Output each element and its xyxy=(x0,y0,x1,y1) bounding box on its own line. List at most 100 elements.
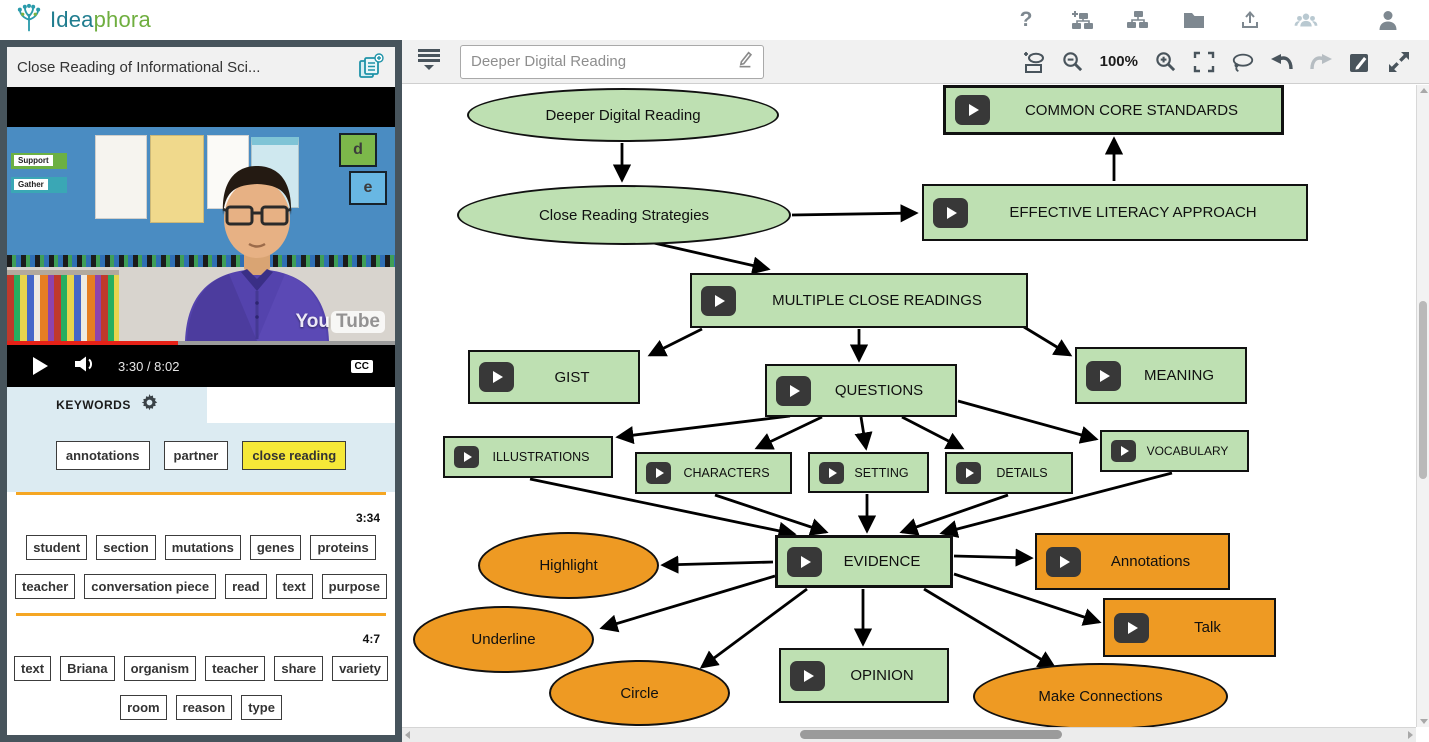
keyword-chip[interactable]: genes xyxy=(249,535,302,560)
volume-icon[interactable] xyxy=(74,355,96,378)
map-node-questions[interactable]: QUESTIONS xyxy=(765,364,957,417)
play-icon[interactable] xyxy=(646,462,671,484)
keyword-chip[interactable]: teacher xyxy=(15,574,76,599)
horizontal-scroll-thumb[interactable] xyxy=(800,730,1062,739)
groups-icon[interactable] xyxy=(1293,8,1319,32)
play-icon[interactable] xyxy=(790,660,825,691)
play-icon[interactable] xyxy=(819,461,844,484)
zoom-out-icon[interactable] xyxy=(1061,50,1085,74)
fit-screen-icon[interactable] xyxy=(1192,50,1216,74)
keyword-chip[interactable]: partner xyxy=(163,441,229,470)
keyword-chip[interactable]: teacher xyxy=(205,656,266,681)
lasso-select-icon[interactable] xyxy=(1231,50,1255,74)
fullscreen-icon[interactable] xyxy=(1387,50,1411,74)
scroll-up-arrow[interactable] xyxy=(1420,88,1428,93)
brand-name: Ideaphora xyxy=(50,7,151,32)
keyword-chip[interactable]: mutations xyxy=(164,535,241,560)
map-node-highlight[interactable]: Highlight xyxy=(478,532,659,599)
map-title-input[interactable] xyxy=(460,44,764,79)
account-icon[interactable] xyxy=(1375,8,1401,32)
export-icon[interactable] xyxy=(1237,8,1263,32)
keyword-chip[interactable]: variety xyxy=(332,656,388,681)
cc-button[interactable]: CC xyxy=(350,359,373,373)
play-icon[interactable] xyxy=(1046,546,1081,577)
menu-icon[interactable] xyxy=(416,47,442,76)
node-label: MEANING xyxy=(1143,367,1214,384)
map-node-multiple-close-readings[interactable]: MULTIPLE CLOSE READINGS xyxy=(690,273,1028,328)
map-node-characters[interactable]: CHARACTERS xyxy=(635,452,792,494)
keyword-chip[interactable]: share xyxy=(274,656,324,681)
map-node-underline[interactable]: Underline xyxy=(413,606,594,673)
map-node-talk[interactable]: Talk xyxy=(1103,598,1276,657)
scroll-left-arrow[interactable] xyxy=(405,731,410,739)
keyword-chip[interactable]: proteins xyxy=(310,535,376,560)
keyword-chip[interactable]: organism xyxy=(123,656,197,681)
keyword-chip[interactable]: read xyxy=(225,574,267,599)
scroll-right-arrow[interactable] xyxy=(1408,731,1413,739)
keyword-chip[interactable]: text xyxy=(275,574,313,599)
map-node-vocabulary[interactable]: VOCABULARY xyxy=(1100,430,1249,472)
notes-icon[interactable] xyxy=(1348,50,1372,74)
play-icon[interactable] xyxy=(956,462,981,484)
map-node-circle[interactable]: Circle xyxy=(549,660,730,726)
folder-icon[interactable] xyxy=(1181,8,1207,32)
play-icon[interactable] xyxy=(933,197,968,228)
my-maps-icon[interactable] xyxy=(1125,8,1151,32)
redo-icon[interactable] xyxy=(1309,50,1333,74)
map-node-common-core-standards[interactable]: COMMON CORE STANDARDS xyxy=(943,85,1284,135)
play-button[interactable] xyxy=(33,357,48,375)
vertical-scroll-thumb[interactable] xyxy=(1419,301,1427,479)
keyword-chip[interactable]: purpose xyxy=(321,574,387,599)
play-icon[interactable] xyxy=(701,285,736,316)
scroll-down-arrow[interactable] xyxy=(1420,719,1428,724)
map-node-opinion[interactable]: OPINION xyxy=(779,648,949,703)
map-node-close-reading-strategies[interactable]: Close Reading Strategies xyxy=(457,185,791,245)
keyword-chip[interactable]: conversation piece xyxy=(84,574,217,599)
keyword-chip[interactable]: close reading xyxy=(242,441,347,470)
map-node-illustrations[interactable]: ILLUSTRATIONS xyxy=(443,436,613,478)
add-node-icon[interactable] xyxy=(1022,50,1046,74)
tab-keywords[interactable]: KEYWORDS xyxy=(7,387,207,423)
map-node-deeper-digital-reading[interactable]: Deeper Digital Reading xyxy=(467,88,779,142)
edit-title-icon[interactable] xyxy=(736,50,754,73)
keyword-chip[interactable]: Briana xyxy=(60,656,115,681)
video-player[interactable]: Support Gather d e xyxy=(7,87,395,387)
map-node-gist[interactable]: GIST xyxy=(468,350,640,404)
zoom-in-icon[interactable] xyxy=(1153,50,1177,74)
keyword-chip[interactable]: annotations xyxy=(55,441,150,470)
play-icon[interactable] xyxy=(776,375,811,406)
help-icon[interactable]: ? xyxy=(1019,8,1033,31)
map-area: 100% xyxy=(402,40,1429,742)
map-node-setting[interactable]: SETTING xyxy=(808,452,929,493)
ideaphora-logo[interactable]: Ideaphora xyxy=(14,3,151,38)
new-map-icon[interactable] xyxy=(1069,8,1095,32)
map-node-effective-literacy-approach[interactable]: EFFECTIVE LITERACY APPROACH xyxy=(922,184,1308,241)
map-node-annotations[interactable]: Annotations xyxy=(1035,533,1230,590)
undo-icon[interactable] xyxy=(1270,50,1294,74)
play-icon[interactable] xyxy=(454,446,479,468)
map-node-meaning[interactable]: MEANING xyxy=(1075,347,1247,404)
node-label: Make Connections xyxy=(1038,688,1163,705)
video-progress-bar[interactable] xyxy=(7,341,395,345)
play-icon[interactable] xyxy=(1114,612,1149,643)
gear-icon[interactable] xyxy=(141,394,158,416)
keyword-chip[interactable]: section xyxy=(96,535,156,560)
play-icon[interactable] xyxy=(787,546,822,577)
play-icon[interactable] xyxy=(1086,360,1121,391)
keyword-chip[interactable]: text xyxy=(14,656,52,681)
play-icon[interactable] xyxy=(1111,440,1136,462)
map-node-details[interactable]: DETAILS xyxy=(945,452,1073,494)
map-node-evidence[interactable]: EVIDENCE xyxy=(775,535,953,588)
keyword-chip[interactable]: reason xyxy=(175,695,233,720)
play-icon[interactable] xyxy=(955,95,990,125)
keyword-chip[interactable]: type xyxy=(241,695,282,720)
keyword-chip[interactable]: room xyxy=(120,695,167,720)
horizontal-scrollbar[interactable] xyxy=(402,727,1416,742)
add-to-map-icon[interactable] xyxy=(355,53,385,81)
play-icon[interactable] xyxy=(479,362,514,392)
keyword-chip[interactable]: student xyxy=(26,535,88,560)
vertical-scrollbar[interactable] xyxy=(1416,85,1429,727)
map-node-make-connections[interactable]: Make Connections xyxy=(973,663,1228,730)
poster xyxy=(95,135,147,219)
